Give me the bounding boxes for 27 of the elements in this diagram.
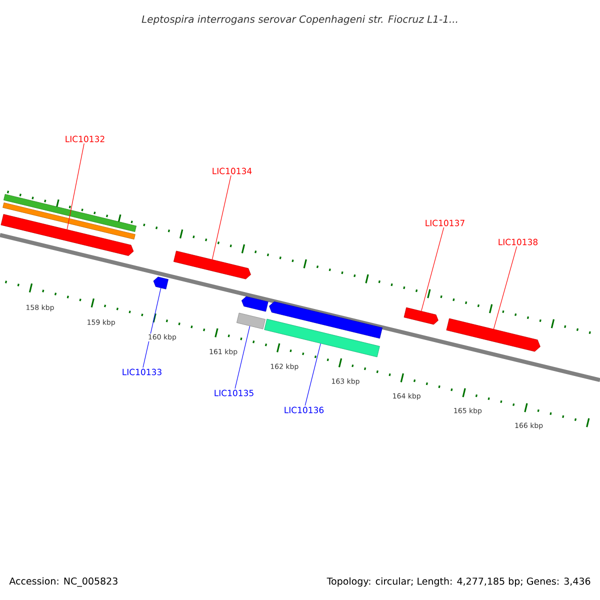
gene-segment	[173, 250, 251, 280]
leader-line	[142, 288, 162, 368]
leader-line	[493, 246, 518, 330]
gene-segment	[241, 296, 268, 312]
gene-segment	[269, 301, 382, 339]
leader-line	[421, 227, 444, 312]
leader-line	[304, 343, 321, 406]
gene-segment	[446, 318, 540, 352]
gene-label: LIC10136	[284, 406, 324, 414]
feature-bar	[264, 318, 380, 358]
title: Leptospira interrogans serovar Copenhageni str. Fiocruz L1-1...	[142, 15, 458, 25]
gene-label: LIC10137	[426, 220, 464, 226]
feature-bar	[3, 194, 137, 232]
leader-line	[212, 175, 232, 260]
gene-segment	[404, 307, 438, 325]
gene-label: LIC10132	[66, 136, 104, 142]
footer-text: Accession: NC_005823	[9, 577, 118, 587]
leader-line	[66, 143, 84, 230]
gene-label: LIC10133	[122, 368, 162, 376]
feature-bar	[2, 202, 136, 240]
footer-text: Topology: circular; Length: 4,277,185 bp; Genes: 3,436	[326, 577, 590, 587]
gene-segment	[0, 214, 134, 256]
gene-label: LIC10134	[212, 168, 252, 174]
gene-label: LIC10135	[214, 390, 254, 396]
feature-bar	[236, 312, 266, 330]
gene-label: LIC10138	[498, 238, 538, 246]
gene-segment	[153, 276, 168, 290]
